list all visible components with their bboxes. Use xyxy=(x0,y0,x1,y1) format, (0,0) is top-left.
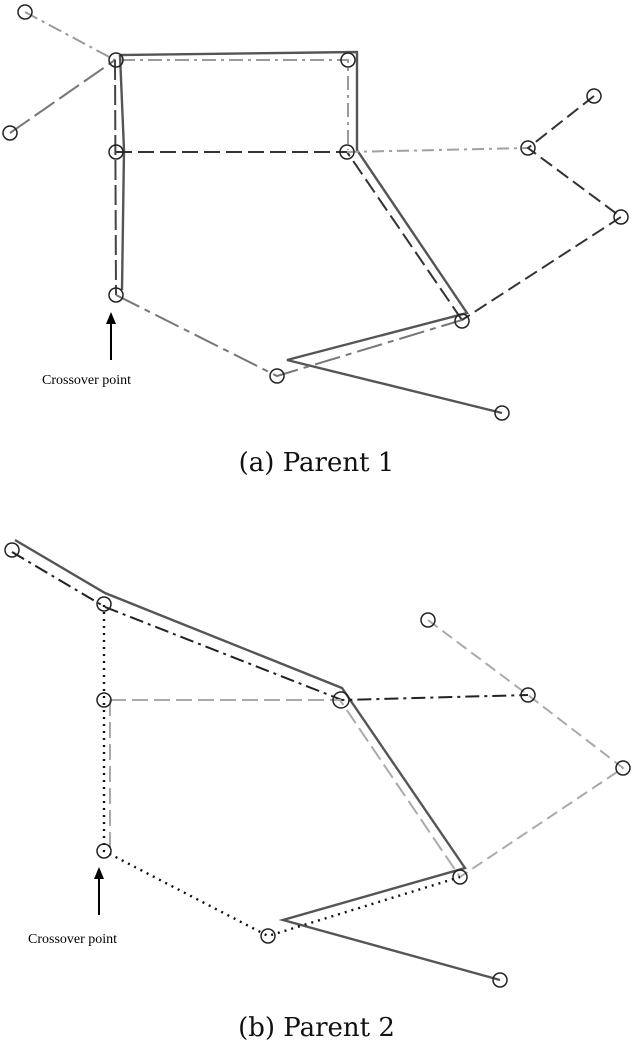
node xyxy=(615,760,631,776)
parent-1-network-diagram: Crossover point xyxy=(2,4,629,421)
crossover-arrow xyxy=(94,867,104,915)
route-solid xyxy=(14,538,501,982)
route-light-dashed-right xyxy=(427,619,625,878)
node xyxy=(17,4,33,20)
crossover-label: Crossover point xyxy=(28,932,117,947)
route-long-dash-mid xyxy=(116,151,463,321)
route-long-dash xyxy=(114,59,117,296)
node xyxy=(494,405,510,421)
node xyxy=(492,972,508,988)
node xyxy=(520,687,536,703)
route-right-dashed xyxy=(461,95,623,321)
route-light-dashed xyxy=(110,699,461,878)
node xyxy=(339,144,355,160)
node xyxy=(340,52,356,68)
route-solid-left xyxy=(118,54,126,291)
nodes xyxy=(2,4,629,421)
route-solid xyxy=(119,50,503,415)
route-right-dashdot xyxy=(346,147,529,153)
node xyxy=(452,869,468,885)
parent-2-network-diagram: Crossover point xyxy=(4,538,631,988)
node xyxy=(269,368,285,384)
caption-parent-1: (a) Parent 1 xyxy=(238,448,395,478)
node xyxy=(613,209,629,225)
node xyxy=(454,313,470,329)
panel-parent-1: Crossover point (a) Parent 1 xyxy=(0,0,633,500)
route-dashdot-light-left xyxy=(9,59,116,134)
nodes xyxy=(4,542,631,988)
route-lower-dash xyxy=(115,294,463,378)
node xyxy=(4,542,20,558)
node xyxy=(2,125,18,141)
caption-parent-2: (b) Parent 2 xyxy=(238,1013,395,1043)
node xyxy=(520,140,536,156)
panel-parent-2: Crossover point (b) Parent 2 xyxy=(0,525,633,1049)
node xyxy=(96,596,112,612)
node xyxy=(420,612,436,628)
node xyxy=(96,692,112,708)
node xyxy=(108,287,124,303)
node xyxy=(96,843,112,859)
node xyxy=(108,144,124,160)
node xyxy=(332,691,350,709)
node xyxy=(260,928,276,944)
node xyxy=(586,88,602,104)
node xyxy=(108,52,124,68)
crossover-label: Crossover point xyxy=(42,373,131,388)
route-dashdot-light-top xyxy=(24,11,349,150)
route-dashdot-dark xyxy=(11,551,529,702)
crossover-arrow xyxy=(106,312,116,360)
route-dotted xyxy=(102,605,461,938)
